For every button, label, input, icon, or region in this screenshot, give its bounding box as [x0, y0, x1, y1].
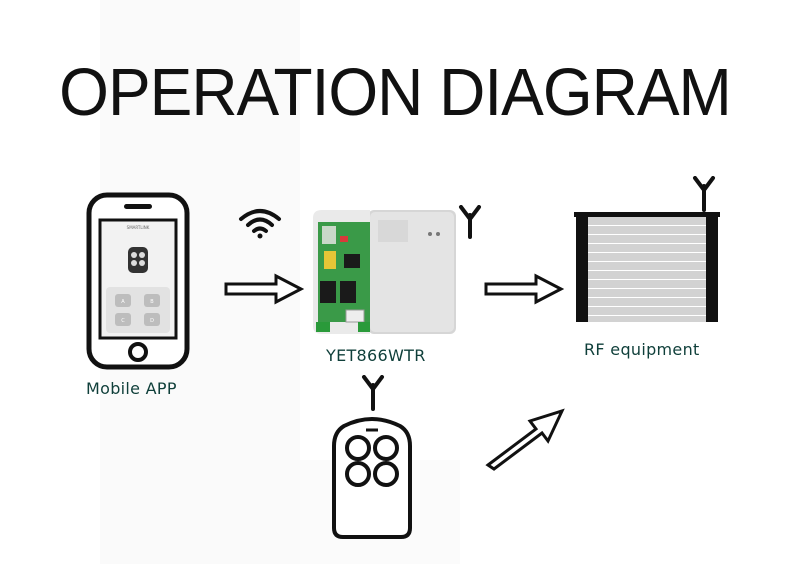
arrow-diagonal-icon	[485, 408, 565, 471]
antenna-icon	[362, 375, 384, 411]
phone-screen-header: SMARTLINK	[127, 225, 150, 230]
arrow-right-icon	[224, 273, 304, 305]
controller-label: YET866WTR	[326, 346, 426, 365]
phone-button-b: B	[150, 299, 154, 305]
page-title: OPERATION DIAGRAM	[59, 54, 732, 130]
remote-control-icon	[332, 417, 412, 539]
antenna-icon	[459, 205, 481, 239]
antenna-icon	[693, 176, 715, 212]
controller-device	[313, 210, 456, 334]
wifi-icon	[239, 209, 281, 239]
rf-equipment-label: RF equipment	[584, 340, 700, 359]
rf-equipment-shutter	[574, 212, 720, 322]
mini-remote-icon	[128, 247, 148, 273]
phone-button-d: D	[150, 318, 154, 324]
arrow-right-icon	[484, 273, 564, 305]
phone-button-a: A	[121, 299, 125, 305]
phone-button-c: C	[121, 318, 125, 324]
mobile-phone-icon: SMARTLINK A B C D	[86, 192, 190, 370]
mobile-app-label: Mobile APP	[86, 379, 177, 398]
